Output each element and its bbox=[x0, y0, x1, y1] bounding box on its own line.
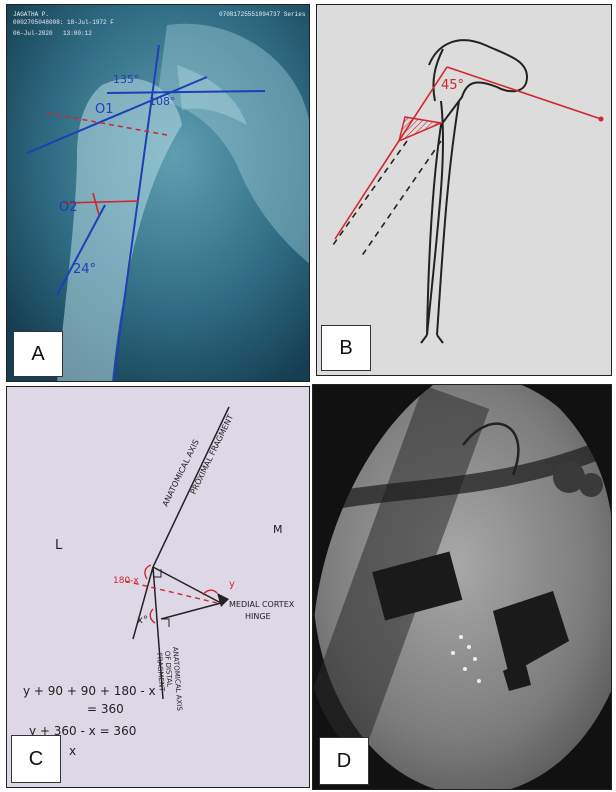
xray-patient-name: JAGATHA P. bbox=[13, 11, 49, 18]
panel-a-label: A bbox=[13, 331, 63, 377]
angle-45-label: 45° bbox=[441, 78, 464, 93]
angle-x-label: x° bbox=[137, 615, 148, 626]
hinge-label-1: MEDIAL CORTEX bbox=[229, 600, 295, 609]
equation-line-1: y + 90 + 90 + 180 - x bbox=[23, 684, 156, 698]
medial-side-label: M bbox=[273, 523, 283, 536]
angle-135-label: 135° bbox=[113, 73, 140, 86]
distal-axis-label-3: FRAGMENT bbox=[155, 653, 166, 693]
panel-c-label: C bbox=[11, 735, 61, 783]
panel-d-label: D bbox=[319, 737, 369, 785]
equation-line-4: x bbox=[69, 744, 76, 758]
osteotomy-wedge bbox=[399, 117, 441, 141]
xray-series: 07081725551094737 Series bbox=[219, 11, 306, 18]
equation-line-2: = 360 bbox=[87, 702, 124, 716]
angle-180-minus-x-label: 180-x bbox=[113, 576, 139, 586]
marker-o2: O2 bbox=[59, 200, 78, 215]
hinge-label-2: HINGE bbox=[245, 612, 271, 621]
angle-y-label: y bbox=[229, 579, 235, 590]
panel-b-label: B bbox=[321, 325, 371, 371]
angle-108-label: 108° bbox=[149, 95, 176, 108]
panel-d-fluoro bbox=[313, 385, 612, 790]
xray-date: 06-Jul-2020 bbox=[13, 30, 53, 37]
panel-b-sketch: 45° bbox=[317, 5, 612, 376]
xray-time: 13:00:12 bbox=[63, 30, 92, 37]
proximal-axis-label-2: PROXIMAL FRAGMENT bbox=[189, 413, 236, 496]
xray-patient-id: 0002705048008: 18-Jul-1972 F bbox=[13, 19, 114, 26]
panel-a: JAGATHA P. 0002705048008: 18-Jul-1972 F … bbox=[6, 4, 310, 382]
marker-o1: O1 bbox=[95, 102, 114, 117]
panel-c: ANATOMICAL AXIS PROXIMAL FRAGMENT ANATOM… bbox=[6, 386, 310, 788]
angle-24-label: 24° bbox=[73, 262, 96, 277]
panel-c-sketch: ANATOMICAL AXIS PROXIMAL FRAGMENT ANATOM… bbox=[7, 387, 310, 788]
lateral-side-label: L bbox=[55, 538, 63, 553]
panel-b: 45° B bbox=[316, 4, 612, 376]
proximal-axis-label-1: ANATOMICAL AXIS bbox=[161, 438, 201, 508]
panel-a-xray-drawing: JAGATHA P. 0002705048008: 18-Jul-1972 F … bbox=[7, 5, 310, 382]
panel-d: D bbox=[312, 384, 612, 790]
